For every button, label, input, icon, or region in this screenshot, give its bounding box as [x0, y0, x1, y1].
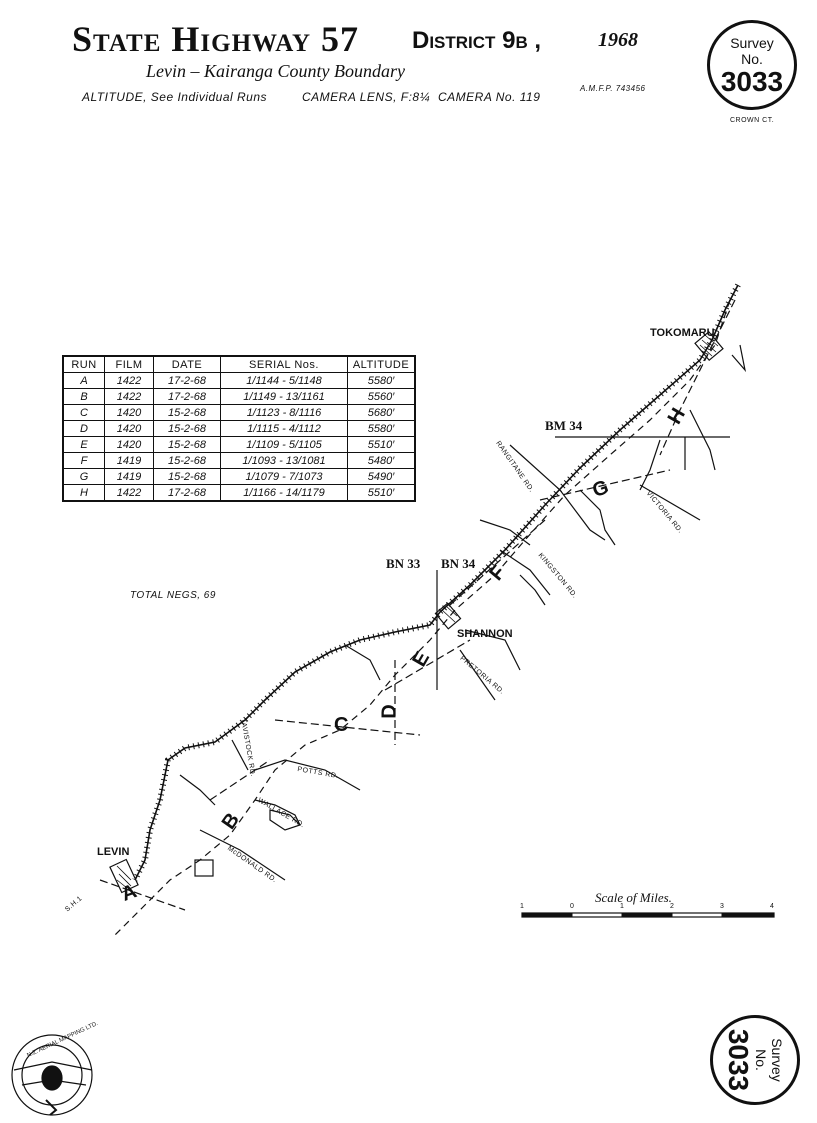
aerial-mapping-logo-icon — [11, 1034, 93, 1116]
scale-tick-2: 2 — [670, 903, 674, 910]
date-cell: 15-2-68 — [153, 436, 221, 453]
stamp-no-label: No. — [753, 1049, 769, 1071]
kingston-road — [499, 549, 551, 596]
district-label: District 9b , — [412, 27, 542, 54]
serial-cell: 1/1109 - 5/1105 — [220, 436, 348, 453]
film-cell: 1422 — [104, 372, 154, 389]
tavistock-road — [231, 739, 249, 771]
tokomaru-label: TOKOMARU — [650, 327, 715, 339]
levin-building — [194, 859, 214, 877]
wallace-loop — [269, 809, 302, 831]
potts-road — [254, 759, 361, 791]
serial-cell: 1/1079 - 7/1073 — [220, 468, 348, 485]
levin-label: LEVIN — [97, 846, 130, 858]
total-negatives: TOTAL NEGS, 69 — [130, 590, 216, 601]
run-a-line — [99, 879, 186, 911]
run-d-label: D — [378, 704, 401, 719]
stream-6 — [519, 574, 546, 606]
serial-cell: 1/1166 - 14/1179 — [220, 484, 348, 502]
victoria-road — [639, 484, 701, 521]
run-b-line — [209, 759, 271, 801]
crown-copyright: CROWN CT. — [730, 117, 775, 124]
serial-cell: 1/1123 - 8/1116 — [220, 404, 348, 421]
date-cell: 17-2-68 — [153, 484, 221, 502]
run-g-line — [539, 469, 671, 501]
survey-stamp-top: Survey No. 3033 — [707, 20, 797, 110]
run-e-line — [384, 639, 471, 691]
altitude-cell: 5490′ — [347, 468, 416, 485]
run-c-line — [274, 719, 421, 736]
date-cell: 15-2-68 — [153, 420, 221, 437]
highway-57-line — [114, 299, 731, 936]
stream-7 — [344, 644, 381, 681]
tokomaru-block — [694, 330, 724, 362]
camera-lens-note: CAMERA LENS, F:8¼ — [302, 90, 431, 104]
run-c-label: C — [334, 714, 349, 736]
col-altitude: ALTITUDE — [347, 355, 416, 373]
date-cell: 15-2-68 — [153, 468, 221, 485]
rangitane-road — [509, 444, 606, 541]
amfp-reference: A.M.F.P. 743456 — [580, 84, 646, 93]
stamp-survey-label: Survey — [769, 1038, 785, 1082]
wallace-road — [254, 799, 301, 826]
map-title: State Highway 57 — [72, 19, 360, 59]
shannon-label: SHANNON — [457, 628, 513, 640]
stream-4 — [731, 344, 747, 373]
bn34-label: BN 34 — [441, 556, 476, 571]
scale-tick-4: 4 — [770, 903, 774, 910]
shannon-road — [464, 629, 521, 671]
scale-tick-0: 0 — [570, 903, 574, 910]
year-label: 1968 — [598, 29, 638, 51]
scale-tick-left: 1 — [520, 903, 524, 910]
scale-tick-1: 1 — [620, 903, 624, 910]
stream-2 — [639, 439, 661, 491]
scale-title: Scale of Miles. — [595, 890, 672, 905]
stamp-survey-label: Survey — [730, 35, 774, 51]
run-cell: H — [62, 484, 105, 502]
serial-cell: 1/1144 - 5/1148 — [220, 372, 348, 389]
altitude-cell: 5510′ — [347, 484, 416, 502]
bm34-label: BM 34 — [545, 418, 583, 433]
stamp-survey-number: 3033 — [720, 66, 784, 97]
scale-tick-3: 3 — [720, 903, 724, 910]
stream-5 — [479, 519, 531, 546]
date-cell: 15-2-68 — [153, 452, 221, 469]
map-subtitle: Levin – Kairanga County Boundary — [146, 61, 405, 81]
levin-block — [109, 858, 139, 894]
survey-stamp-bottom: Survey No. 3033 — [710, 1015, 800, 1105]
town-hatch — [116, 335, 719, 889]
railway-ticks — [132, 283, 741, 882]
shannon-block — [434, 602, 462, 630]
mcdonald-road — [199, 829, 286, 881]
run-h-line — [659, 299, 736, 456]
camera-number-note: CAMERA No. 119 — [438, 90, 541, 104]
map-linework — [99, 283, 747, 936]
stream-1 — [579, 489, 616, 546]
bn33-label: BN 33 — [386, 556, 421, 571]
pretoria-road — [459, 649, 496, 701]
altitude-note: ALTITUDE, See Individual Runs — [82, 90, 268, 104]
film-cell: 1422 — [104, 388, 154, 405]
scale-bar — [521, 912, 775, 918]
stamp-survey-number: 3033 — [723, 1028, 754, 1092]
stream-8 — [179, 774, 216, 806]
stream-3 — [689, 409, 716, 471]
run-f-line — [449, 519, 546, 606]
stamp-no-label: No. — [741, 51, 763, 67]
film-cell: 1420 — [104, 436, 154, 453]
film-cell: 1419 — [104, 468, 154, 485]
col-date: DATE — [153, 355, 221, 373]
